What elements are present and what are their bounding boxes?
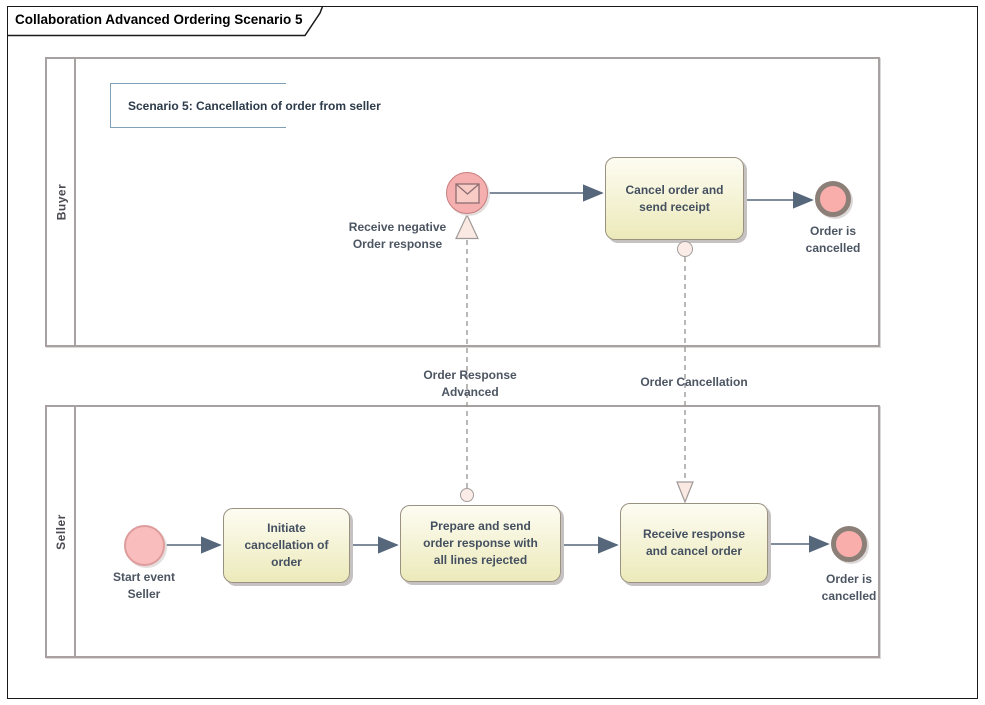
diagram-frame [7,6,978,699]
seller-end-event-label: Order is cancelled [821,572,877,603]
title-tab-outline [8,6,324,37]
lane-divider [74,59,76,345]
message-flow-label-order-response: Order Response Advanced [423,368,517,399]
task-initiate-cancellation[interactable]: Initiate cancellation of order [223,508,350,583]
task-receive-response-cancel-order[interactable]: Receive response and cancel order [620,503,768,583]
message-envelope-icon [454,182,480,204]
message-flow-source-circle-cancel [677,241,693,257]
annotation-scenario-note[interactable]: Scenario 5: Cancellation of order from s… [110,83,381,128]
message-flow-label-order-cancellation: Order Cancellation [640,375,748,389]
annotation-text: Scenario 5: Cancellation of order from s… [128,98,381,113]
task-cancel-order-send-receipt[interactable]: Cancel order and send receipt [605,157,744,240]
seller-end-event[interactable] [831,526,867,562]
seller-start-event-label: Start event Seller [112,570,176,601]
message-flow-arrowhead-up [455,213,479,240]
pool-buyer[interactable]: Buyer [45,57,880,347]
pool-seller[interactable]: Seller [45,405,880,658]
buyer-end-event-label: Order is cancelled [805,224,861,255]
seller-start-event[interactable] [124,525,165,566]
lane-divider [74,407,76,656]
task-prepare-send-order-response[interactable]: Prepare and send order response with all… [400,505,561,582]
buyer-end-event[interactable] [815,181,851,217]
message-flow-source-circle-prepare [460,488,474,502]
message-flow-arrowhead-down [676,481,694,504]
receive-message-event-label: Receive negative Order response [348,220,447,251]
diagram-title: Collaboration Advanced Ordering Scenario… [15,12,303,27]
receive-message-event[interactable] [446,172,488,214]
